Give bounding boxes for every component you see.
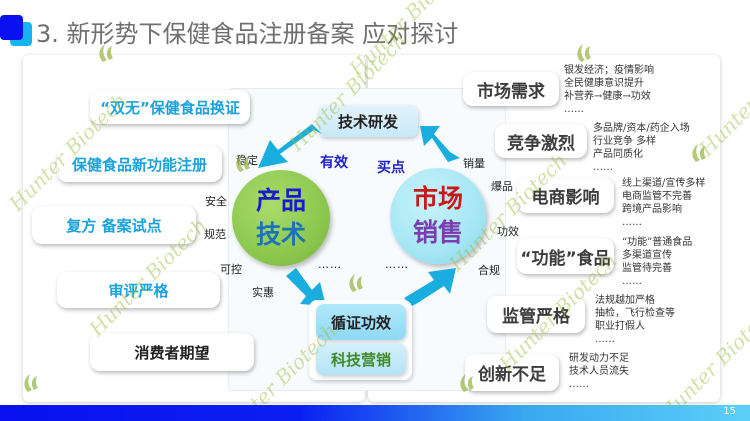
arrow-product-to-bottom-icon — [286, 268, 326, 306]
label-sales-volume: 销量 — [463, 157, 485, 170]
pill-consumer-expectation: 消费者期望 — [90, 333, 254, 371]
pill-strict-supervision: 监管严格 — [487, 296, 585, 333]
market-sales-circle: 市场 销售 — [390, 168, 486, 264]
desc-lack-of-innovation: 研发动力不足 技术人员流失 …… — [569, 353, 629, 390]
label-controllable: 可控 — [220, 263, 242, 276]
market-line2: 销售 — [412, 218, 463, 247]
footer-bar — [0, 405, 750, 421]
pill-fierce-competition: 竞争激烈 — [495, 124, 587, 158]
pill-new-function-registration: 保健食品新功能注册 — [57, 146, 222, 182]
label-effective: 有效 — [320, 155, 348, 171]
product-line1: 产品 — [255, 186, 306, 215]
pill-strict-review: 审评严格 — [57, 272, 220, 308]
label-standard: 规范 — [204, 228, 226, 241]
label-efficacy: 功效 — [497, 225, 519, 238]
product-technology-circle: 产品 技术 — [232, 170, 330, 266]
arrow-bottom-to-market-icon — [404, 268, 456, 306]
pill-compound-filing-pilot: 复方 备案试点 — [32, 206, 196, 244]
page-title: 3. 新形势下保健食品注册备案 应对探讨 — [36, 20, 459, 48]
rd-box: 技术研发 — [318, 105, 418, 137]
arrow-market-to-rd-icon — [420, 126, 460, 162]
tech-marketing-box: 科技营销 — [316, 343, 406, 375]
pill-market-demand: 市场需求 — [463, 72, 559, 106]
label-safe: 安全 — [205, 195, 227, 208]
product-line2: 技术 — [255, 220, 306, 249]
desc-fierce-competition: 多品牌/资本/药企入场 行业竞争 多样 产品同质化 …… — [593, 123, 690, 173]
page-number: 15 — [723, 406, 736, 417]
desc-functional-food: “功能”普通食品 多渠道宣传 监管待完善 …… — [622, 237, 693, 287]
desc-market-demand: 银发经济；疫情影响 全民健康意识提升 补营养→健康→功效 …… — [564, 65, 654, 115]
pill-functional-food: “功能”食品 — [517, 238, 614, 274]
dots-right: …… — [385, 258, 409, 271]
pill-lack-of-innovation: 创新不足 — [465, 354, 559, 391]
dots-left: …… — [318, 258, 342, 271]
label-affordable: 实惠 — [252, 286, 274, 299]
arrow-rd-to-product-icon — [258, 124, 322, 168]
evidence-efficacy-box: 循证功效 — [316, 304, 406, 340]
pill-double-none-renewal: “双无”保健食品换证 — [90, 90, 250, 124]
label-compliance: 合规 — [478, 264, 500, 277]
pill-ecommerce-impact: 电商影响 — [517, 178, 614, 213]
desc-ecommerce-impact: 线上渠道/宣传多样 电商监管不完善 跨境产品影响 …… — [622, 178, 706, 228]
label-hit-product: 爆品 — [491, 180, 513, 193]
label-selling-point: 买点 — [377, 160, 405, 176]
market-line1: 市场 — [412, 184, 463, 213]
title-accent-blue — [0, 15, 23, 40]
desc-strict-supervision: 法规越加严格 抽检，飞行检查等 职业打假人 …… — [595, 295, 675, 345]
label-stable: 稳定 — [236, 154, 258, 167]
